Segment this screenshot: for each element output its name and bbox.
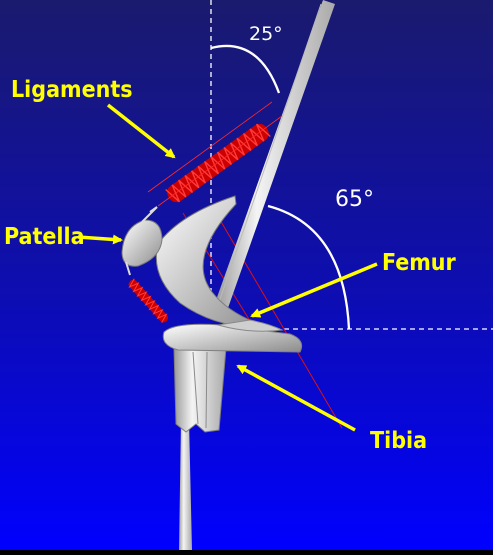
femur-arrow bbox=[250, 262, 378, 318]
ligament-envelope-b bbox=[147, 101, 273, 193]
ligament-spring-lower bbox=[128, 278, 169, 323]
label-femur: Femur bbox=[382, 250, 457, 276]
tibia-stem bbox=[173, 347, 227, 433]
patella-lower-link bbox=[125, 261, 131, 276]
tibia-rod bbox=[179, 420, 192, 550]
label-patella: Patella bbox=[4, 224, 85, 250]
angle-label-top: 25° bbox=[249, 23, 283, 45]
label-ligaments: Ligaments bbox=[11, 77, 133, 103]
femur-shaft-edge bbox=[218, 3, 322, 303]
tibia-arrow bbox=[236, 364, 356, 432]
ligament-link bbox=[149, 206, 158, 213]
tendon-line bbox=[212, 207, 343, 429]
femoral-condyle bbox=[217, 319, 284, 332]
patella-arrow bbox=[77, 234, 123, 245]
angle-arc-65 bbox=[267, 204, 351, 330]
tibia-stem-ridges bbox=[192, 351, 208, 429]
ligament-envelope-a bbox=[157, 115, 283, 207]
ligaments-arrow bbox=[106, 103, 176, 159]
femur-shaft bbox=[215, 0, 335, 308]
angle-label-right: 65° bbox=[335, 187, 374, 212]
angle-arc-25 bbox=[210, 44, 281, 94]
label-tibia: Tibia bbox=[370, 428, 427, 454]
ligament-spring-upper bbox=[165, 123, 271, 203]
patella-bone bbox=[121, 219, 163, 267]
